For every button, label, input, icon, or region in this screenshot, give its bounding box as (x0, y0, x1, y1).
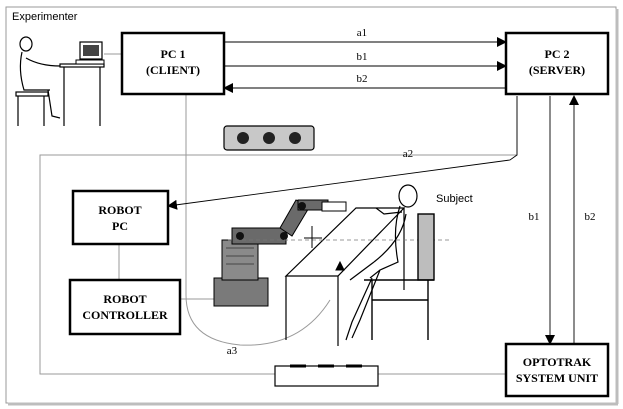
signal-arrows (167, 37, 579, 345)
label-b1-right: b1 (529, 211, 540, 223)
label-a3: a3 (227, 345, 238, 357)
pc1-box-line2: (CLIENT) (146, 63, 200, 77)
subject-label: Subject (436, 193, 473, 205)
table (228, 207, 450, 346)
experimenter-computer-icon (75, 41, 105, 65)
robot-pc-box-line2: PC (112, 219, 128, 233)
pc1-box: PC 1 (CLIENT) (120, 31, 226, 96)
optotrak-camera-lower (274, 364, 379, 387)
label-b2-right: b2 (585, 211, 596, 223)
robot-controller-box-line1: ROBOT (103, 292, 146, 306)
label-b2-top: b2 (357, 73, 368, 85)
robot-controller-box-line2: CONTROLLER (82, 308, 168, 322)
robot-pc-box-line1: ROBOT (98, 203, 141, 217)
subject-chair (364, 213, 435, 340)
optotrak-box-line1: OPTOTRAK (523, 355, 592, 369)
optotrak-camera-upper (223, 125, 315, 151)
label-a2: a2 (403, 148, 413, 160)
pc2-box-line1: PC 2 (545, 47, 570, 61)
experimenter-label: Experimenter (12, 11, 78, 23)
label-b1-top: b1 (357, 51, 368, 63)
signal-labels: a1 b1 b2 a2 a3 b1 b2 (227, 27, 596, 357)
optotrak-box: OPTOTRAK SYSTEM UNIT (504, 342, 610, 398)
pc2-box: PC 2 (SERVER) (504, 31, 610, 96)
subject-figure (345, 184, 418, 341)
arrow-a2 (167, 96, 518, 210)
pc1-box-line1: PC 1 (161, 47, 186, 61)
experimenter-figure (15, 36, 105, 126)
optotrak-box-line2: SYSTEM UNIT (516, 371, 598, 385)
robot-pc-box: ROBOT PC (71, 189, 170, 246)
robot-controller-box: ROBOT CONTROLLER (68, 278, 182, 336)
pc2-box-line2: (SERVER) (529, 63, 585, 77)
label-a1: a1 (357, 27, 367, 39)
